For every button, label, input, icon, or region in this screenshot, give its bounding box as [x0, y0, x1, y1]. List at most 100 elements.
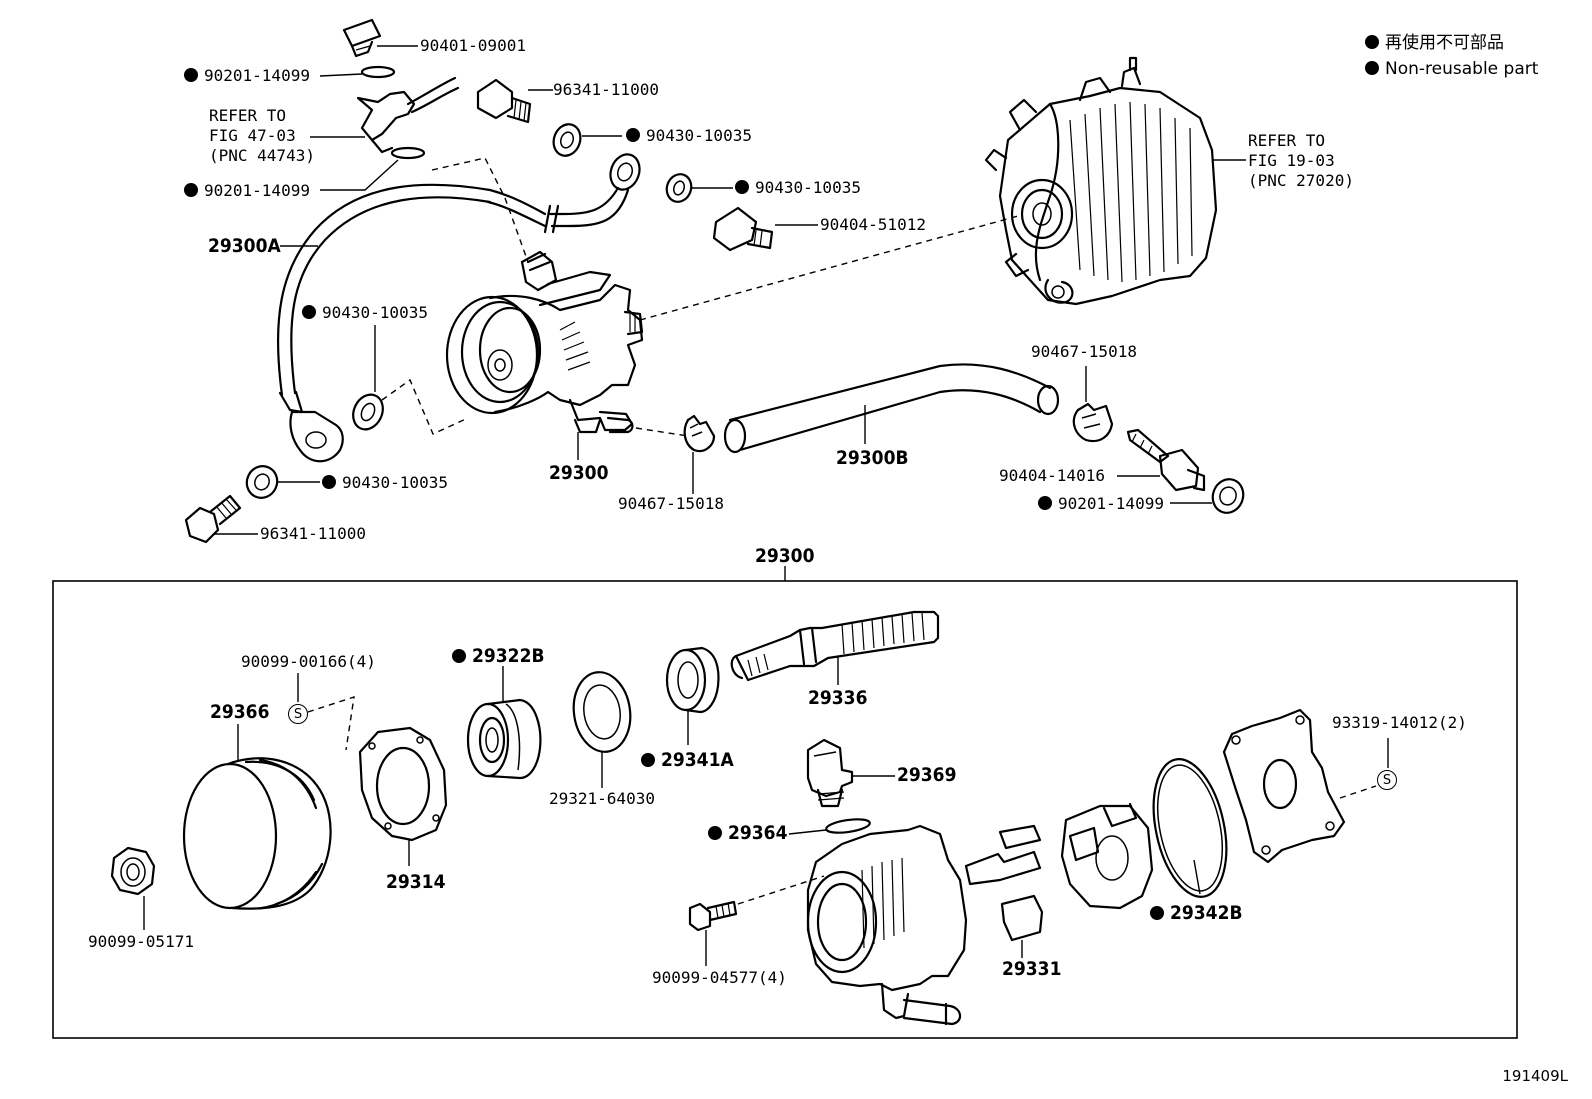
- part-label[interactable]: 90201-14099: [1038, 496, 1164, 512]
- washer-part: [572, 671, 632, 753]
- dash-line: [307, 695, 355, 751]
- part-label[interactable]: 90099-04577(4): [652, 968, 787, 987]
- legend-en-text: Non-reusable part: [1385, 59, 1539, 79]
- non-reusable-dot-icon: [1365, 61, 1379, 75]
- pulley-part: [182, 757, 332, 910]
- leader-line: [319, 73, 363, 77]
- part-label[interactable]: 90401-09001: [420, 36, 526, 55]
- end-plate-part: [1222, 708, 1346, 864]
- hose-29300A: [276, 183, 492, 463]
- non-reusable-dot-icon: [641, 753, 655, 767]
- part-label[interactable]: 90099-05171: [88, 932, 194, 951]
- plug-part: [342, 18, 382, 58]
- part-label[interactable]: 29314: [386, 871, 446, 893]
- part-label[interactable]: 29336: [808, 687, 868, 709]
- part-label[interactable]: 90467-15018: [1031, 342, 1137, 361]
- dash-line: [737, 875, 825, 905]
- part-label[interactable]: 90430-10035: [735, 180, 861, 196]
- leader-line: [788, 829, 827, 835]
- non-reusable-dot-icon: [452, 649, 466, 663]
- part-label[interactable]: 29322B: [452, 646, 545, 666]
- union-bolt-part: [184, 494, 242, 544]
- nut-part: [110, 846, 156, 896]
- non-reusable-dot-icon: [626, 128, 640, 142]
- o-ring-part: [825, 818, 871, 834]
- gasket-part: [352, 393, 384, 431]
- non-reusable-dot-icon: [1365, 35, 1379, 49]
- part-label[interactable]: 29342B: [1150, 903, 1243, 923]
- dash-line: [1339, 785, 1377, 799]
- dash-line: [381, 378, 469, 435]
- part-label[interactable]: 90430-10035: [302, 305, 428, 321]
- part-label[interactable]: 29364: [708, 823, 787, 843]
- non-reusable-dot-icon: [735, 180, 749, 194]
- gasket-part: [245, 465, 279, 499]
- part-label[interactable]: 90404-51012: [820, 215, 926, 234]
- vacuum-pipe: [548, 186, 620, 216]
- part-label[interactable]: 29369: [897, 764, 957, 786]
- valve-part: [806, 738, 854, 808]
- union-fitting-part: [712, 206, 774, 252]
- leader-line: [320, 159, 399, 191]
- gasket-part: [665, 173, 693, 203]
- part-label[interactable]: 29300: [549, 462, 609, 484]
- union-bolt-part: [476, 78, 532, 124]
- assembly-title[interactable]: 29300: [755, 545, 815, 567]
- part-label[interactable]: 90467-15018: [618, 494, 724, 513]
- shaft-part: [730, 610, 940, 682]
- gasket-part: [552, 123, 582, 157]
- vacuum-pump-assembly: [445, 250, 644, 434]
- part-label[interactable]: 90099-00166(4): [241, 652, 376, 671]
- part-label[interactable]: 29341A: [641, 750, 734, 770]
- reference-label[interactable]: REFER TO FIG 19-03 (PNC 27020): [1248, 131, 1354, 190]
- part-label[interactable]: 29331: [1002, 958, 1062, 980]
- dash-line: [431, 157, 529, 263]
- non-reusable-dot-icon: [184, 183, 198, 197]
- o-ring-part: [1152, 758, 1228, 898]
- plate-part: [358, 726, 448, 842]
- leader-line: [1193, 859, 1201, 895]
- non-reusable-dot-icon: [302, 305, 316, 319]
- bearing-part: [466, 698, 542, 780]
- o-ring-part: [360, 65, 396, 79]
- legend-en: Non-reusable part: [1365, 59, 1538, 79]
- part-label[interactable]: 29321-64030: [549, 789, 655, 808]
- oil-seal-part: [665, 646, 720, 714]
- rotor-part: [1060, 802, 1154, 910]
- pump-housing-part: [806, 824, 968, 1026]
- bolt-part: [688, 900, 738, 932]
- hose-clamp-part: [1072, 402, 1114, 443]
- part-label[interactable]: 90430-10035: [626, 128, 752, 144]
- reference-label[interactable]: REFER TO FIG 47-03 (PNC 44743): [209, 106, 315, 165]
- alternator-part: [984, 56, 1218, 306]
- gasket-part: [1211, 478, 1245, 514]
- part-label[interactable]: 90201-14099: [184, 68, 310, 84]
- part-label[interactable]: 29300B: [836, 447, 909, 469]
- part-label[interactable]: 96341-11000: [260, 524, 366, 543]
- part-label[interactable]: 93319-14012(2): [1332, 713, 1467, 732]
- non-reusable-dot-icon: [184, 68, 198, 82]
- hose-29300B: [723, 363, 1060, 454]
- hose-clamp-part: [683, 414, 716, 453]
- vacuum-switch-part: [356, 76, 460, 154]
- diagram-code: 191409L: [1502, 1067, 1568, 1085]
- s-mark-icon: S: [288, 704, 308, 724]
- dash-line: [635, 427, 689, 437]
- part-label[interactable]: 29300A: [208, 235, 281, 257]
- part-label[interactable]: 90201-14099: [184, 183, 310, 199]
- part-label[interactable]: 90404-14016: [999, 466, 1105, 485]
- union-fitting-part: [1126, 428, 1206, 492]
- non-reusable-dot-icon: [1150, 906, 1164, 920]
- non-reusable-dot-icon: [708, 826, 722, 840]
- legend-jp: 再使用不可部品: [1365, 33, 1504, 53]
- non-reusable-dot-icon: [1038, 496, 1052, 510]
- legend-jp-text: 再使用不可部品: [1385, 33, 1504, 53]
- vane-part: [964, 824, 1044, 942]
- part-label[interactable]: 29366: [210, 701, 270, 723]
- part-label[interactable]: 90430-10035: [322, 475, 448, 491]
- o-ring-part: [390, 146, 426, 160]
- s-mark-icon: S: [1377, 770, 1397, 790]
- part-label[interactable]: 96341-11000: [553, 80, 659, 99]
- non-reusable-dot-icon: [322, 475, 336, 489]
